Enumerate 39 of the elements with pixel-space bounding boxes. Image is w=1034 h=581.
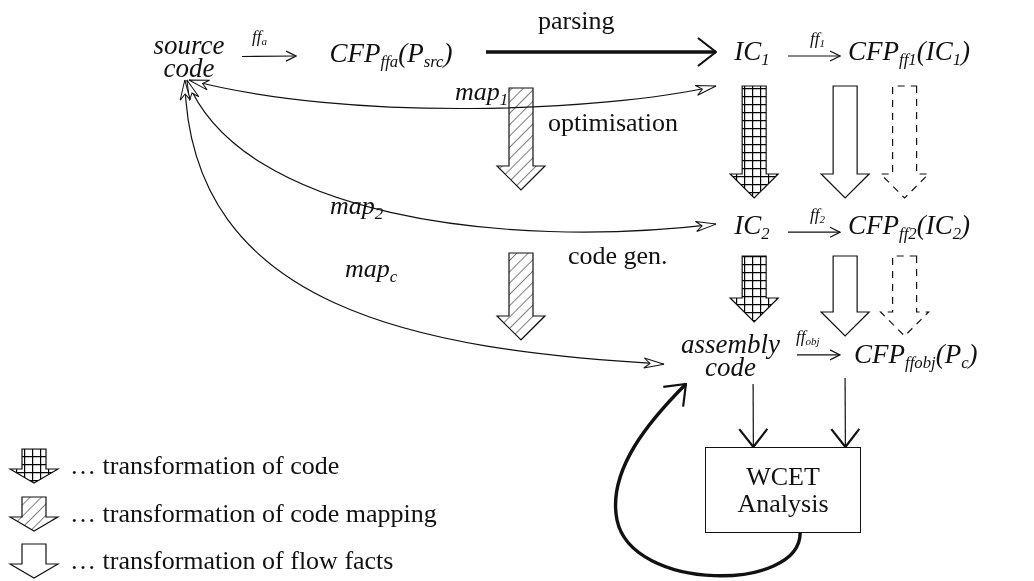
math-expression: assembly code [680,333,781,379]
edge-label: parsing [538,8,615,34]
box-label: WCET Analysis [736,462,830,518]
legend-text: … transformation of flow facts [70,546,394,576]
arrow [188,79,717,110]
math-expression: CFP$_{ffobj}$(P$_{c}$) [854,343,978,371]
arrow [787,50,841,62]
arrow [613,382,802,578]
arrow [796,349,841,361]
edge-label: map$_{1}$ [455,79,509,109]
arrow [181,79,665,369]
arrow [738,383,769,449]
process-box [705,447,861,533]
legend-text: … transformation of code mapping [70,499,437,529]
edge-label: ff$_{obj}$ [796,328,820,348]
arrow [787,226,841,238]
arrow [241,50,297,62]
edge-label: map$_{c}$ [345,256,398,286]
edge-label: ff$_{1}$ [810,30,825,50]
edge-label: ff$_{2}$ [810,206,825,226]
block-arrow [819,255,871,337]
step-label: code gen. [568,243,668,269]
arrow [186,79,717,233]
arrow [486,36,718,68]
edge-label: ff$_{a}$ [252,28,267,48]
legend-text: … transformation of code [70,451,340,481]
block-arrow [728,85,780,199]
math-expression: CFP$_{ffa}$(P$_{src}$) [329,42,453,70]
step-label: optimisation [548,110,678,136]
math-expression: CFP$_{ff1}$(IC$_{1}$) [848,40,971,68]
math-expression: source code [152,33,226,80]
block-arrow [728,255,780,323]
math-expression: IC$_{1}$ [734,40,770,68]
block-arrow [879,255,931,337]
math-expression: CFP$_{ff2}$(IC$_{2}$) [848,214,971,242]
block-arrow [819,85,871,199]
arrow [830,377,861,449]
math-expression: IC$_{2}$ [734,214,770,242]
edge-label: map$_{2}$ [330,193,384,223]
